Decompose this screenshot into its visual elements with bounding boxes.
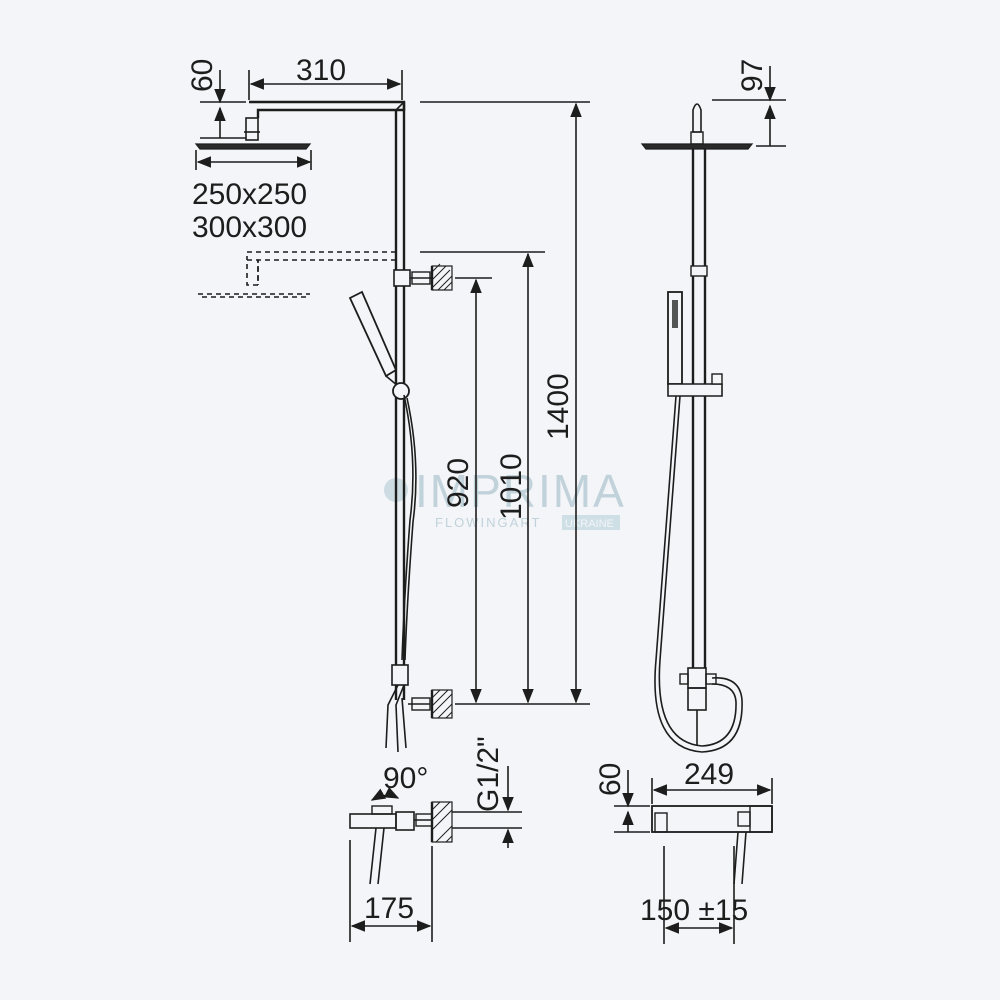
front-mixer: 90° xyxy=(349,762,522,885)
dim-mixer-height: 60 xyxy=(594,763,627,796)
side-hand-shower-holder xyxy=(667,383,723,397)
hand-shower xyxy=(348,290,398,378)
rain-shower-head xyxy=(194,143,312,150)
watermark-region: UKRAINE xyxy=(565,518,614,530)
watermark-brand: IMPRIMA xyxy=(415,465,626,517)
front-view xyxy=(194,100,453,753)
side-mixer-hose xyxy=(733,831,747,885)
overhead-arm xyxy=(249,100,406,118)
side-dimensions: 97 xyxy=(712,59,786,147)
side-head-connector xyxy=(692,103,702,133)
side-mixer xyxy=(651,805,773,885)
dim-total-height: 1400 xyxy=(542,373,575,440)
mixer-hose xyxy=(369,827,385,885)
side-rain-shower-head xyxy=(640,143,754,150)
head-connector xyxy=(245,117,259,141)
dim-spout-projection: 175 xyxy=(364,892,414,925)
lower-wall-hatch xyxy=(431,689,453,719)
dim-angle: 90° xyxy=(383,762,428,795)
rotation-arrow-icon xyxy=(370,787,400,801)
mixer-wall-hatch xyxy=(431,801,453,843)
mixer-spout xyxy=(349,813,397,829)
mixer-body xyxy=(395,811,415,831)
lower-head-position-dashed xyxy=(246,251,396,285)
dim-thread: G1/2" xyxy=(472,736,505,812)
dim-slide-lower: 920 xyxy=(442,458,475,508)
dim-arm-length: 310 xyxy=(296,54,346,87)
dim-mixer-width: 249 xyxy=(684,758,734,791)
watermark: IMPRIMA FLOWINGART UKRAINE xyxy=(384,465,626,530)
lower-hose xyxy=(385,684,407,753)
hand-shower-holder xyxy=(392,382,410,400)
side-diverter xyxy=(687,667,707,689)
upper-wall-hatch xyxy=(431,263,453,291)
dim-head-height: 60 xyxy=(186,59,219,92)
upper-wall-bracket xyxy=(393,269,411,287)
front-dimensions: 60 310 250x250 300x300 1400 1010 920 xyxy=(186,54,590,705)
side-view xyxy=(640,103,754,753)
diverter xyxy=(391,664,409,686)
side-mixer-body xyxy=(651,805,773,833)
side-hose xyxy=(654,395,743,753)
dim-slide-height: 1010 xyxy=(495,453,528,520)
side-mixer-dimensions: 60 249 150 ±15 xyxy=(594,758,773,944)
dim-head-size-large: 300x300 xyxy=(192,211,307,244)
dim-side-head-height: 97 xyxy=(736,59,769,92)
dim-head-size-small: 250x250 xyxy=(192,178,307,211)
watermark-tagline: FLOWINGART xyxy=(435,515,541,530)
mixer-dimensions: G1/2" 175 xyxy=(349,736,514,942)
dim-connection-spacing: 150 ±15 xyxy=(640,894,748,927)
shower-hose xyxy=(401,394,414,661)
